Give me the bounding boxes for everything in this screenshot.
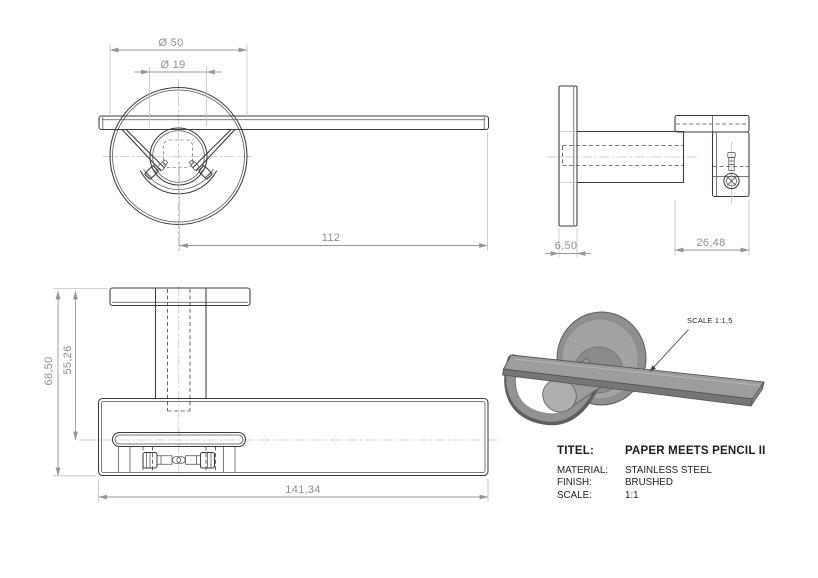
title-value: PAPER MEETS PENCIL II [625, 445, 766, 457]
title-row: TITEL: PAPER MEETS PENCIL II [557, 445, 766, 457]
title-label: TITEL: [557, 445, 594, 457]
dim-bar-length-label: 141,34 [285, 484, 321, 496]
top-view-drawing [53, 286, 500, 502]
finish-label: FINISH: [557, 477, 592, 489]
scale-leader [649, 329, 689, 372]
scale-value: 1:1 [625, 489, 639, 501]
dim-overall-depth-label: 68,50 [43, 356, 55, 386]
render-3d [502, 311, 765, 426]
scale-row: SCALE: 1:1 [557, 490, 766, 502]
dim-plate-thickness-label: 6,50 [554, 240, 578, 252]
material-row: MATERIAL: STAINLESS STEEL [557, 465, 766, 477]
clamp-screw [142, 451, 182, 469]
render-scale-note: SCALE 1:1,5 [687, 316, 733, 325]
finish-value: BRUSHED [625, 477, 673, 489]
side-view-drawing [545, 85, 750, 258]
dim-slot-offset-label: 55,26 [62, 345, 74, 375]
dim-arm-length-label: 112 [321, 232, 341, 244]
title-block: TITEL: PAPER MEETS PENCIL II MATERIAL: S… [557, 445, 766, 502]
dim-bar-width-label: 26,48 [696, 237, 726, 249]
dim-outer-diameter-label: Ø 50 [158, 37, 184, 49]
material-value: STAINLESS STEEL [625, 465, 712, 476]
dim-inner-diameter-label: Ø 19 [160, 59, 186, 71]
finish-row: FINISH: BRUSHED [557, 477, 766, 489]
scale-label: SCALE: [557, 489, 592, 501]
set-screw [157, 159, 169, 171]
material-label: MATERIAL: [557, 465, 608, 476]
front-view-drawing [98, 44, 490, 251]
wire-clamp [144, 165, 159, 180]
